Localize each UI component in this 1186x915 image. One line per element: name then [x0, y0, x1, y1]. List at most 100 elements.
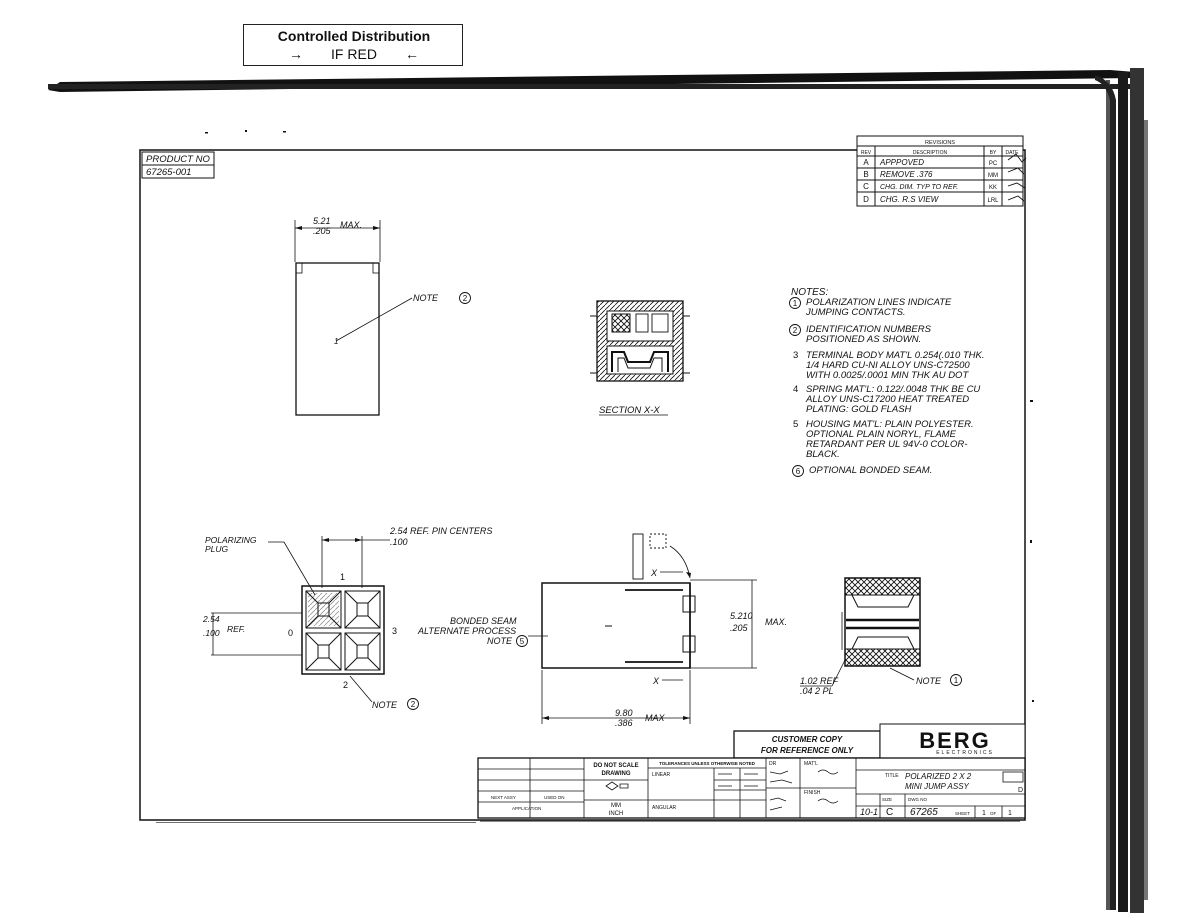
top-note-number: 2: [463, 294, 468, 303]
bonded-seam-number: 5: [520, 637, 525, 646]
note-1-number: 1: [793, 299, 798, 308]
note-5-line-2: OPTIONAL PLAIN NORYL, FLAME: [806, 429, 957, 440]
stamp-title: Controlled Distribution: [277, 28, 431, 44]
x-top-label: X: [650, 568, 658, 578]
top-contact-number: 1: [334, 337, 338, 346]
arrow-left-icon: ←: [404, 46, 419, 62]
rev-col-rev: REV: [861, 150, 872, 156]
product-label: PRODUCT NO: [146, 154, 210, 165]
position-2-label: 2: [343, 680, 348, 690]
note-6-line-1: OPTIONAL BONDED SEAM.: [809, 465, 932, 476]
sheet-label: SHEET: [955, 811, 970, 816]
pin-dim-2: .100: [390, 537, 408, 547]
berg-logo: BERG: [919, 728, 991, 753]
drawing-size: C: [886, 807, 893, 818]
dr-label: DR: [769, 761, 777, 767]
bonded-seam-line-3: NOTE: [487, 636, 513, 646]
position-3-label: 3: [392, 626, 397, 636]
used-on-label: USED ON: [544, 795, 565, 800]
end-note: NOTE: [916, 676, 942, 686]
length-dim-1: 9.80: [615, 708, 633, 718]
unit-inch: INCH: [609, 811, 624, 817]
title-line-2: MINI JUMP ASSY: [905, 782, 970, 791]
stamp-row: → IF RED ←: [244, 46, 464, 62]
position-0-label: 0: [288, 628, 293, 638]
position-1-label: 1: [340, 572, 345, 582]
note-4-number: 4: [793, 384, 798, 395]
rev-row-d-desc: CHG. R.S VIEW: [880, 195, 940, 204]
top-dim-value: 5.21: [313, 216, 331, 226]
unit-mm: MM: [611, 803, 621, 809]
scan-edges: [48, 68, 1148, 913]
customer-copy-line-1: CUSTOMER COPY: [772, 735, 843, 744]
rev-col-date: DATE: [1006, 150, 1020, 156]
rev-row-a-rev: A: [863, 158, 869, 167]
do-not-scale-line-1: DO NOT SCALE: [593, 763, 638, 769]
dwg-no-label: DWG NO: [908, 797, 927, 802]
notes-block: NOTES: 1 POLARIZATION LINES INDICATE JUM…: [789, 287, 985, 477]
linear-label: LINEAR: [652, 772, 670, 778]
bottom-note-number: 2: [411, 700, 416, 709]
drawing-prefix: 10-1: [860, 807, 878, 817]
size-label: SIZE: [882, 797, 892, 802]
section-label: SECTION X-X: [599, 405, 660, 416]
end-dim-1: 1.02 REF: [800, 676, 839, 686]
end-dim-2: .04 2 PL: [800, 686, 834, 696]
length-dim-2: .386: [615, 718, 633, 728]
sheet-total: 1: [1008, 810, 1012, 817]
title-line-1: POLARIZED 2 X 2: [905, 772, 972, 781]
height-dim-2: .205: [730, 623, 749, 633]
arrow-right-icon: →: [289, 46, 304, 62]
drawing-rev: D: [1018, 787, 1023, 794]
polarizing-label-2: PLUG: [205, 544, 229, 554]
rev-row-c-by: KK: [989, 185, 997, 191]
stamp-label: IF RED: [331, 46, 377, 62]
application-label: APPLICATION: [512, 806, 541, 811]
top-view: 5.21 .205 MAX. 1 NOTE 2: [294, 216, 471, 416]
note-5-line-1: HOUSING MAT'L: PLAIN POLYESTER.: [806, 419, 974, 430]
height-dim-1: 5.210: [730, 611, 753, 621]
end-view: 1.02 REF .04 2 PL NOTE 1: [800, 577, 962, 696]
polarizing-label-1: POLARIZING: [205, 535, 257, 545]
side-dim-2: .100: [203, 628, 220, 638]
top-note: NOTE: [413, 293, 439, 303]
note-5-line-3: RETARDANT PER UL 94V-0 COLOR-: [806, 439, 967, 450]
notes-heading: NOTES:: [791, 287, 828, 298]
rev-col-by: BY: [990, 150, 997, 156]
bottom-note: NOTE: [372, 700, 398, 710]
note-4-line-3: PLATING: GOLD FLASH: [806, 404, 912, 415]
matl-label: MAT'L: [804, 761, 818, 767]
length-dim-max: MAX: [645, 713, 666, 723]
top-dim-value2: .205: [313, 226, 332, 236]
side-view: X X 5.210 .205 MAX. 9.80 .386 MAX BONDED…: [417, 533, 787, 728]
note-4-line-2: ALLOY UNS-C17200 HEAT TREATED: [805, 394, 969, 405]
rev-col-description: DESCRIPTION: [913, 150, 948, 156]
do-not-scale-line-2: DRAWING: [602, 771, 631, 777]
next-assy-label: NEXT ASSY: [491, 795, 516, 800]
note-3-number: 3: [793, 350, 798, 361]
of-label: OF: [990, 811, 997, 816]
rev-row-a-by: PC: [989, 161, 998, 167]
bonded-seam-line-1: BONDED SEAM: [450, 616, 517, 626]
revision-header: REVISIONS: [925, 140, 955, 146]
rev-row-c-desc: CHG. DIM. TYP TO REF.: [880, 184, 958, 191]
bonded-seam-line-2: ALTERNATE PROCESS: [417, 626, 516, 636]
x-bottom-label: X: [652, 676, 660, 686]
title-block: CUSTOMER COPY FOR REFERENCE ONLY BERG EL…: [477, 723, 1026, 819]
side-dim-ref: REF.: [227, 624, 245, 634]
pin-dim-1: 2.54 REF. PIN CENTERS: [389, 526, 492, 536]
rev-row-d-rev: D: [863, 195, 869, 204]
note-4-line-1: SPRING MAT'L: 0.122/.0048 THK BE CU: [806, 384, 980, 395]
customer-copy-line-2: FOR REFERENCE ONLY: [761, 746, 854, 755]
rev-row-a-desc: APPPOVED: [879, 158, 924, 167]
note-1-line-2: JUMPING CONTACTS.: [805, 307, 906, 318]
end-note-number: 1: [954, 676, 959, 685]
title-label: TITLE: [885, 773, 899, 779]
section-view: SECTION X-X: [590, 300, 690, 416]
rev-row-b-desc: REMOVE .376: [880, 170, 933, 179]
note-1-line-1: POLARIZATION LINES INDICATE: [806, 297, 952, 308]
note-2-line-2: POSITIONED AS SHOWN.: [806, 334, 921, 345]
note-2-line-1: IDENTIFICATION NUMBERS: [806, 324, 932, 335]
